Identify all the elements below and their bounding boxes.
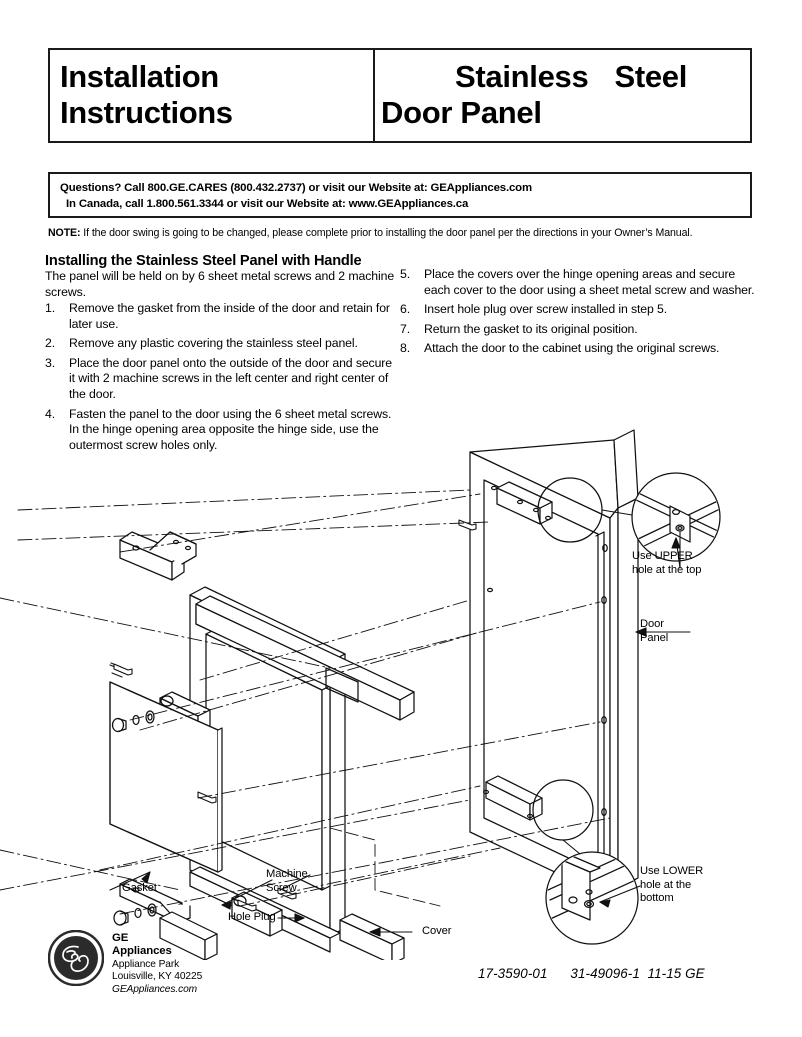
step-text: Fasten the panel to the door using the 6…: [69, 406, 392, 452]
title-header-band: Installation Instructions Stainless Steel…: [48, 48, 752, 143]
label-gasket: Gasket: [122, 882, 157, 894]
step-item: 2. Remove any plastic covering the stain…: [45, 336, 397, 352]
title-right-cell: Stainless Steel Door Panel: [375, 50, 750, 141]
contact-info-box: Questions? Call 800.GE.CARES (800.432.27…: [48, 172, 752, 218]
step-number: 3.: [45, 355, 56, 370]
section-title: Installing the Stainless Steel Panel wit…: [45, 253, 362, 269]
step-text: Remove any plastic covering the stainles…: [69, 336, 358, 351]
detail-circle-lower: [532, 779, 639, 945]
screw: [109, 662, 133, 678]
title-door-panel: Door Panel: [381, 95, 542, 130]
step-text: Place the covers over the hinge opening …: [424, 267, 755, 297]
step-item: 1. Remove the gasket from the inside of …: [45, 301, 397, 332]
title-stainless-steel: Stainless Steel: [455, 59, 687, 95]
washer-group: [111, 710, 155, 733]
step-item: 8. Attach the door to the cabinet using …: [400, 341, 758, 357]
leader-lines: [109, 537, 691, 937]
note-text: If the door swing is going to be changed…: [80, 227, 693, 239]
step-item: 3. Place the door panel onto the outside…: [45, 356, 397, 403]
screw: [237, 899, 257, 912]
ge-monogram-icon: [47, 929, 105, 987]
screw: [458, 519, 477, 531]
step-number: 2.: [45, 336, 56, 351]
step-item: 5. Place the covers over the hinge openi…: [400, 267, 758, 298]
title-installation: Installation: [60, 59, 219, 94]
title-instructions: Instructions: [60, 95, 233, 130]
footer-address-city: Louisville, KY 40225: [112, 971, 203, 983]
label-door-panel: Door Panel: [640, 618, 669, 644]
note-label: NOTE:: [48, 227, 81, 239]
label-hole-plug: Hole Plug: [228, 911, 276, 923]
detail-circle-upper: [537, 472, 721, 569]
label-machine-screw: Machine Screw: [266, 868, 308, 894]
cover-lower-right: [339, 913, 405, 960]
step-number: 7.: [400, 321, 411, 336]
assembly-illustration: [0, 429, 721, 960]
stainless-panel: [189, 586, 346, 937]
note-row: NOTE: If the door swing is going to be c…: [48, 226, 758, 240]
step-number: 4.: [45, 406, 56, 421]
screw: [197, 791, 217, 804]
step-number: 5.: [400, 267, 411, 281]
section-intro: The panel will be held on by 6 sheet met…: [45, 269, 395, 299]
hole-plug-group: [113, 903, 157, 926]
ge-footer-text: GE Appliances Appliance Park Louisville,…: [112, 932, 202, 997]
footer-address-park: Appliance Park: [112, 958, 180, 970]
screw: [277, 887, 297, 900]
contact-line-us: Questions? Call 800.GE.CARES (800.432.27…: [60, 182, 532, 194]
cover-piece-bottom: [231, 891, 283, 937]
footer-part-codes: 17-3590-01 31-49096-1 11-15 GE: [478, 966, 705, 981]
footer-brand-ge: GE: [112, 932, 129, 944]
title-steel-word: Steel: [614, 59, 688, 94]
alignment-lines: [0, 489, 611, 915]
steps-column-left: 1. Remove the gasket from the inside of …: [45, 301, 397, 457]
step-item: 7. Return the gasket to its original pos…: [400, 322, 758, 338]
label-cover: Cover: [422, 925, 452, 937]
step-item: 6. Insert hole plug over screw installed…: [400, 302, 758, 318]
step-number: 1.: [45, 301, 56, 315]
contact-line-canada: In Canada, call 1.800.561.3344 or visit …: [66, 198, 469, 210]
step-item: 4. Fasten the panel to the door using th…: [45, 407, 397, 454]
title-stainless-word: Stainless: [455, 59, 589, 94]
title-left-cell: Installation Instructions: [50, 50, 375, 141]
door-panel-outer: [469, 429, 639, 899]
footer-website: GEAppliances.com: [112, 984, 198, 995]
gasket-panel: [109, 681, 223, 873]
ge-logo: [47, 929, 105, 987]
step-text: Remove the gasket from the inside of the…: [69, 301, 390, 331]
label-use-lower-hole: Use LOWER hole at the bottom: [640, 865, 704, 904]
step-number: 8.: [400, 341, 411, 356]
step-text: Attach the door to the cabinet using the…: [424, 341, 720, 356]
label-use-upper-hole: Use UPPER hole at the top: [632, 550, 702, 576]
exploded-assembly-diagram: Use UPPER hole at the top Use LOWER hole…: [0, 420, 802, 960]
steps-column-right: 5. Place the covers over the hinge openi…: [400, 267, 758, 361]
hidden-edge-lines: [329, 827, 441, 907]
step-text: Place the door panel onto the outside of…: [69, 355, 393, 401]
step-text: Return the gasket to its original positi…: [424, 321, 638, 336]
step-number: 6.: [400, 302, 411, 317]
footer-brand-appliances: Appliances: [112, 945, 172, 958]
step-text: Insert hole plug over screw installed in…: [424, 302, 668, 317]
